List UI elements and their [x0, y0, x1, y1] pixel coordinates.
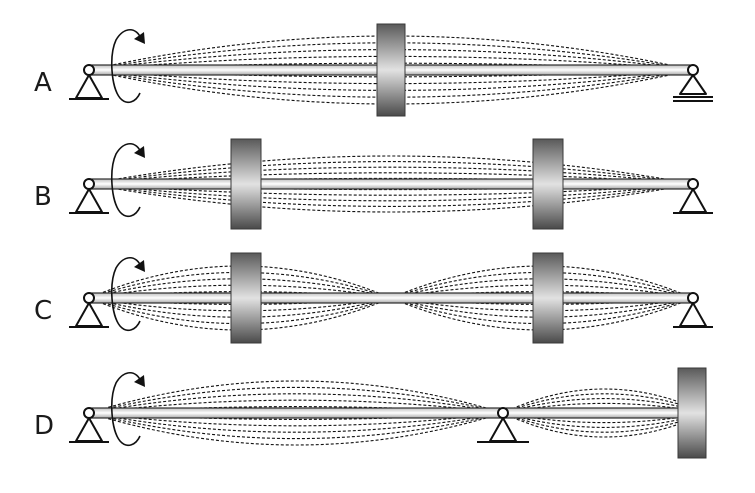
hinge-icon — [83, 407, 95, 419]
row-label-c: C — [34, 296, 53, 326]
disk — [532, 252, 564, 344]
rotation-arrow-icon — [111, 371, 142, 447]
mode-shape-curve — [88, 412, 504, 427]
rotation-arrow-head — [134, 32, 145, 44]
mode-shape-curve — [390, 297, 694, 325]
mode-shape-curve — [88, 172, 694, 185]
pin-support-icon — [75, 417, 103, 442]
hinge-icon — [687, 292, 699, 304]
rotation-arrow-icon — [111, 28, 142, 104]
shaft — [88, 292, 694, 304]
hinge-icon — [83, 64, 95, 76]
mode-shape-curve — [88, 399, 504, 414]
mode-shape-curve — [88, 412, 504, 446]
hinge-icon — [497, 407, 509, 419]
pin-support-icon — [679, 302, 707, 327]
mode-shape-curve — [88, 412, 504, 433]
disk — [376, 23, 406, 117]
mode-shape-curve — [88, 35, 694, 71]
mode-shape-curve — [88, 183, 694, 196]
mode-shape-curve — [88, 183, 694, 202]
row-a — [69, 23, 713, 117]
mode-shape-curve — [88, 166, 694, 185]
row-b — [69, 138, 713, 230]
rotation-arrow-head — [134, 146, 145, 158]
hinge-icon — [83, 178, 95, 190]
disk — [230, 138, 262, 230]
mode-shape-curve — [88, 155, 694, 185]
disk — [532, 138, 564, 230]
hinge-icon — [687, 64, 699, 76]
row-label-b: B — [34, 182, 52, 212]
disk — [230, 252, 262, 344]
pin-support-icon — [489, 417, 517, 442]
rotation-arrow-head — [134, 260, 145, 272]
roller-support-icon — [679, 74, 707, 95]
mode-shape-curve — [88, 69, 694, 98]
mode-shape-curve — [88, 69, 694, 105]
rotation-arrow-icon — [111, 142, 142, 218]
disk — [677, 367, 707, 459]
row-c — [69, 252, 713, 344]
row-d — [69, 367, 707, 459]
mode-shape-curve — [88, 412, 504, 440]
rotation-arrow-icon — [111, 256, 142, 332]
pin-support-icon — [75, 188, 103, 213]
pin-support-icon — [75, 302, 103, 327]
hinge-icon — [687, 178, 699, 190]
row-label-a: A — [34, 68, 52, 98]
mode-shape-curve — [88, 183, 694, 213]
pin-support-icon — [75, 74, 103, 99]
mode-shape-curve — [88, 297, 392, 325]
mode-shape-curve — [88, 183, 694, 207]
hinge-icon — [83, 292, 95, 304]
mode-shape-curve — [502, 388, 707, 414]
mode-shape-curve — [88, 380, 504, 414]
row-label-d: D — [34, 411, 55, 441]
mode-shape-curve — [88, 386, 504, 414]
mode-shape-curve — [88, 42, 694, 71]
shaft — [88, 407, 691, 419]
pin-support-icon — [679, 188, 707, 213]
mode-shape-curve — [390, 271, 694, 299]
mode-shape-curve — [88, 271, 392, 299]
mode-shape-curve — [88, 393, 504, 414]
rotation-arrow-head — [134, 375, 145, 387]
shaft — [88, 178, 694, 190]
mode-shape-curve — [502, 412, 707, 438]
mode-shape-curve — [88, 161, 694, 185]
